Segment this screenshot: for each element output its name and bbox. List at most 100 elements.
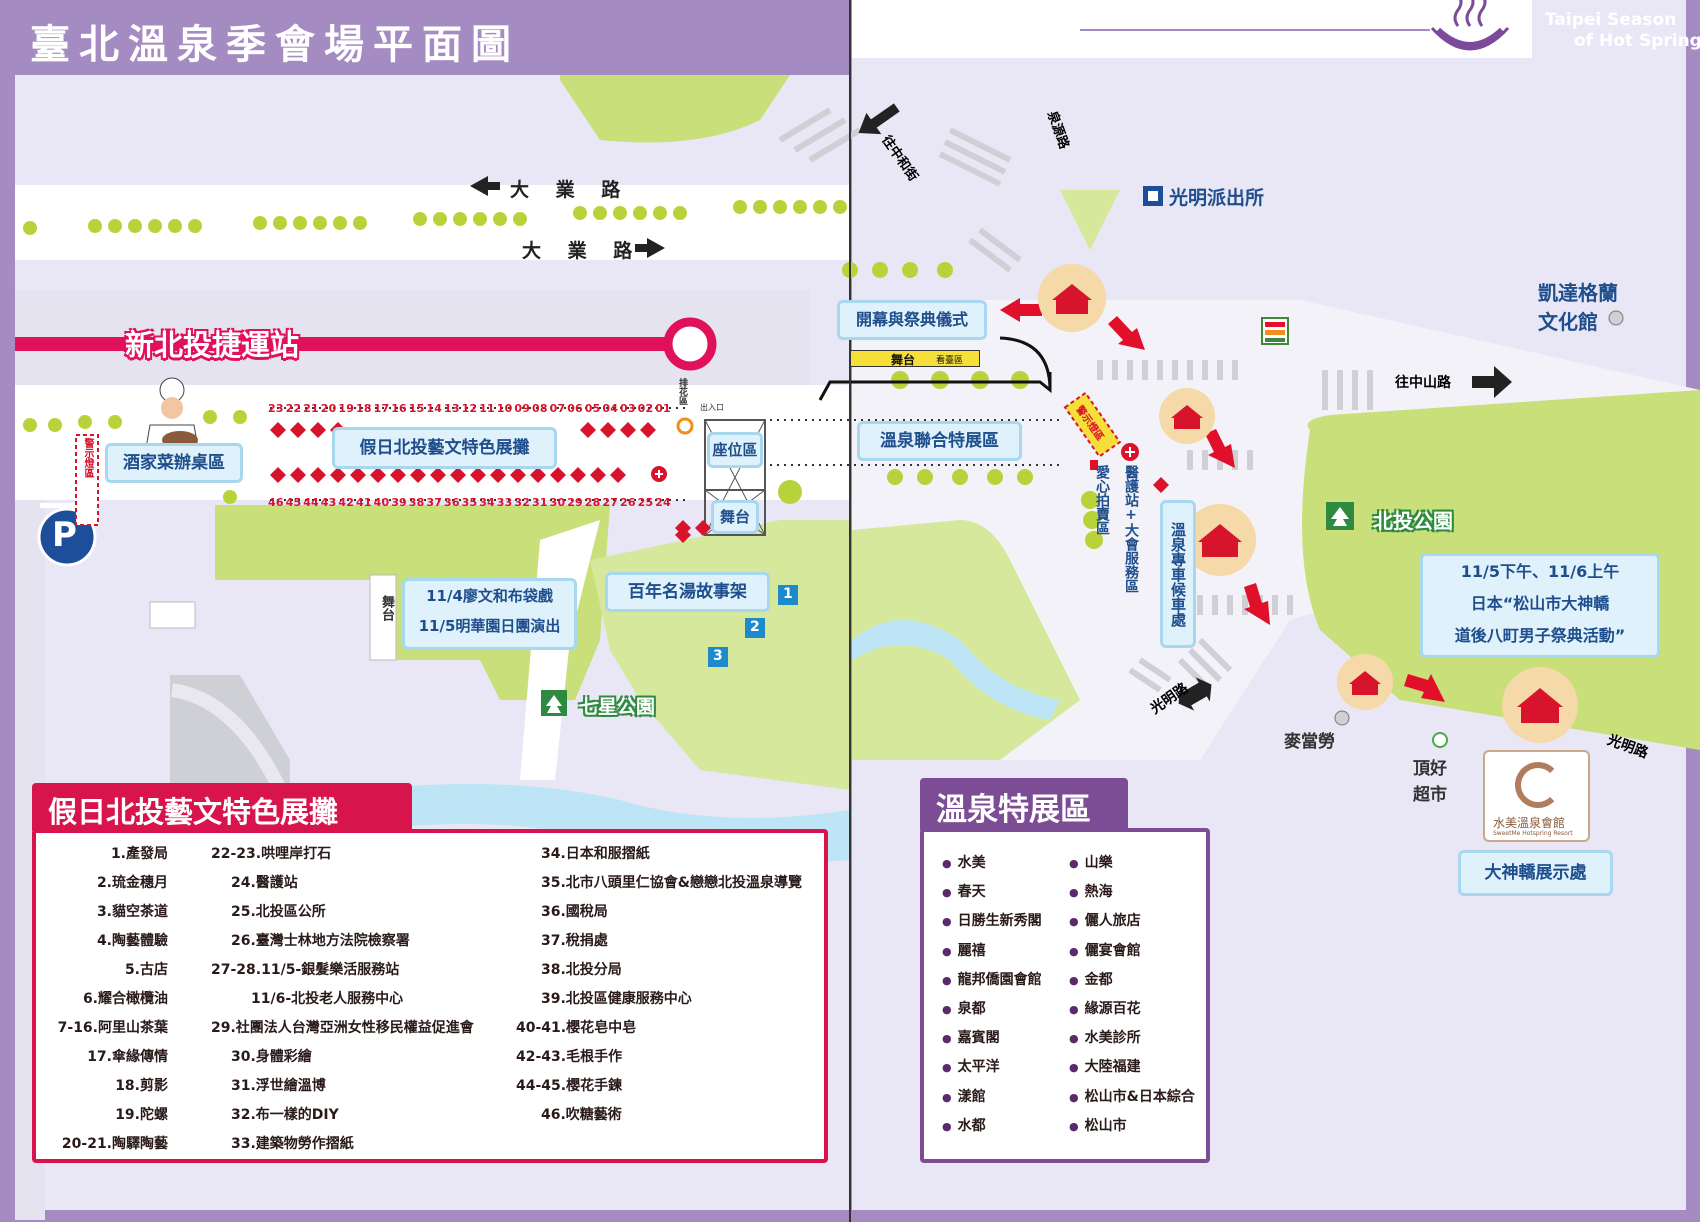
booth-number: 05 <box>584 402 601 415</box>
hotspring-legend-item: 麗禧 <box>942 940 986 960</box>
booth-number: 29 <box>567 496 583 509</box>
legend-item: 19.陀螺 <box>115 1107 168 1123</box>
zone-weekend-market[interactable]: 假日北投藝文特色展攤 <box>332 427 557 469</box>
mcdonalds-label: 麥當勞 <box>1284 732 1335 752</box>
booth-number: 11 <box>479 402 495 415</box>
zone-shrine-display[interactable]: 大神轎展示處 <box>1458 850 1613 896</box>
booth-number: 19 <box>338 402 355 415</box>
booth-number: 46 <box>268 496 284 509</box>
booth-number: 28 <box>584 496 601 509</box>
booth-number: 35 <box>461 496 478 509</box>
ketagalan-label-1: 凱達格蘭 <box>1538 281 1618 305</box>
site-number-2: 2 <box>750 619 760 635</box>
hotspring-legend-item: 漾館 <box>942 1086 986 1106</box>
tree-row <box>23 200 847 235</box>
legend-item: 7-16.阿里山茶葉 <box>57 1020 168 1036</box>
legend-item: 24.醫護站 <box>231 875 298 891</box>
legend-item: 27-28.11/5-銀髮樂活服務站 <box>211 962 400 978</box>
legend-item: 20-21.陶驛陶藝 <box>61 1136 168 1152</box>
booth-number: 38 <box>408 496 425 509</box>
booth-number: 26 <box>620 496 636 509</box>
zone-hotspring-joint[interactable]: 溫泉聯合特展區 <box>857 421 1022 461</box>
zone-shuttle[interactable]: 溫泉專車候車處 <box>1160 500 1196 648</box>
zone-opening-label: 開幕與祭典儀式 <box>855 310 968 329</box>
legend-item: 33.建築物勞作摺紙 <box>231 1136 354 1152</box>
zone-stage-label: 舞台 <box>719 508 750 526</box>
booth-number: 13 <box>444 402 460 415</box>
legend-item: 6.耀合橄欖油 <box>82 991 168 1007</box>
zone-weekend-market-label: 假日北投藝文特色展攤 <box>359 438 530 458</box>
booth-number: 36 <box>444 496 460 509</box>
booth-number: 23 <box>268 402 284 415</box>
hotspring-legend-item: 儷人旅店 <box>1069 910 1141 930</box>
wellcome-label-1: 頂好 <box>1413 759 1447 779</box>
legend-item: 39.北投區健康服務中心 <box>541 991 692 1007</box>
zone-stage[interactable]: 舞台 <box>711 500 759 534</box>
zone-banquet[interactable]: 酒家菜辦桌區 <box>105 443 243 483</box>
booth-number: 25 <box>637 496 654 509</box>
arrow-zhonghe-icon <box>858 103 900 135</box>
site-marker <box>778 585 798 605</box>
stage-left-box <box>369 574 397 661</box>
stage-top-sign: 看臺區 <box>936 356 964 366</box>
legend-item: 37.稅捐處 <box>541 933 608 949</box>
booth-number: 12 <box>461 402 478 415</box>
legend-item: 1.產發局 <box>110 846 168 862</box>
zone-event-info[interactable]: 11/5下午、11/6上午 日本“松山市大神轎 道後八町男子祭典活動” <box>1420 553 1660 658</box>
hotspring-legend-item: 太平洋 <box>942 1056 1000 1076</box>
event-line-1: 11/5下午、11/6上午 <box>1460 562 1620 581</box>
zone-seating[interactable]: 座位區 <box>707 432 763 468</box>
booth-number: 45 <box>285 496 302 509</box>
legend-item: 18.剪影 <box>115 1078 168 1094</box>
arrow-west-icon <box>470 176 500 196</box>
hotspring-legend-item: 金都 <box>1069 969 1113 989</box>
booth-number: 08 <box>532 402 548 415</box>
booth-number: 03 <box>620 402 636 415</box>
medical-station-label: 醫護站+大會服務區 <box>1123 465 1139 593</box>
hotspring-legend-item: 儷宴會館 <box>1069 940 1141 960</box>
site-number-1: 1 <box>783 586 793 602</box>
stage-top-label: 舞台 <box>891 353 916 367</box>
hotspring-legend-item: 大陸福建 <box>1069 1056 1141 1076</box>
booth-number: 39 <box>391 496 407 509</box>
zone-opening[interactable]: 開幕與祭典儀式 <box>837 300 987 340</box>
legend-item: 46.吹糖藝術 <box>541 1107 622 1123</box>
zone-shrine-display-label: 大神轎展示處 <box>1484 863 1587 883</box>
zone-shows[interactable]: 11/4廖文和布袋戲 11/5明華園日團演出 <box>402 578 577 650</box>
parking-label: P <box>52 515 77 555</box>
zone-banquet-label: 酒家菜辦桌區 <box>123 453 225 473</box>
hotspring-legend-title-text: 溫泉特展區 <box>936 792 1091 828</box>
stage-left-label: 舞台 <box>379 595 394 621</box>
legend-item: 29.社團法人台灣亞洲女性移民權益促進會 <box>211 1020 474 1036</box>
site-marker <box>708 647 728 667</box>
booth-number: 20 <box>320 402 337 415</box>
red-arrow-icon <box>1000 298 1042 322</box>
legend-item: 31.浮世繪溫博 <box>231 1078 326 1094</box>
beitou-park-label: 北投公園 <box>1373 509 1453 533</box>
warning-strip-right <box>1063 391 1122 458</box>
booth-number: 14 <box>426 402 443 415</box>
booth-number: 24 <box>655 496 671 509</box>
zone-story-shelf[interactable]: 百年名湯故事架 <box>605 572 770 612</box>
legend-item: 11/6-北投老人服務中心 <box>251 991 404 1007</box>
booth-number: 16 <box>391 402 407 415</box>
red-arrows <box>1000 298 1445 702</box>
mrt-line <box>15 337 675 351</box>
site-number-3: 3 <box>713 648 723 664</box>
stage-top[interactable]: 舞台 看臺區 <box>850 350 980 367</box>
booth-number: 21 <box>303 402 319 415</box>
entrance-icon <box>676 417 694 435</box>
market-legend-title-text: 假日北投藝文特色展攤 <box>48 795 339 829</box>
traffic-island <box>1060 190 1120 250</box>
hotspring-legend-item: 日勝生新秀閣 <box>942 910 1042 930</box>
booth-number: 43 <box>320 496 337 509</box>
zone-seating-label: 座位區 <box>712 441 758 459</box>
booth-number: 44 <box>303 496 319 509</box>
hotspring-legend-item: 春天 <box>942 881 986 901</box>
arrow-east-icon <box>635 238 665 258</box>
show-line-2: 11/5明華園日團演出 <box>418 617 561 635</box>
road-dayeh-west: 大 業 路 <box>510 179 631 201</box>
arrow-guangming-icon <box>1178 677 1212 711</box>
